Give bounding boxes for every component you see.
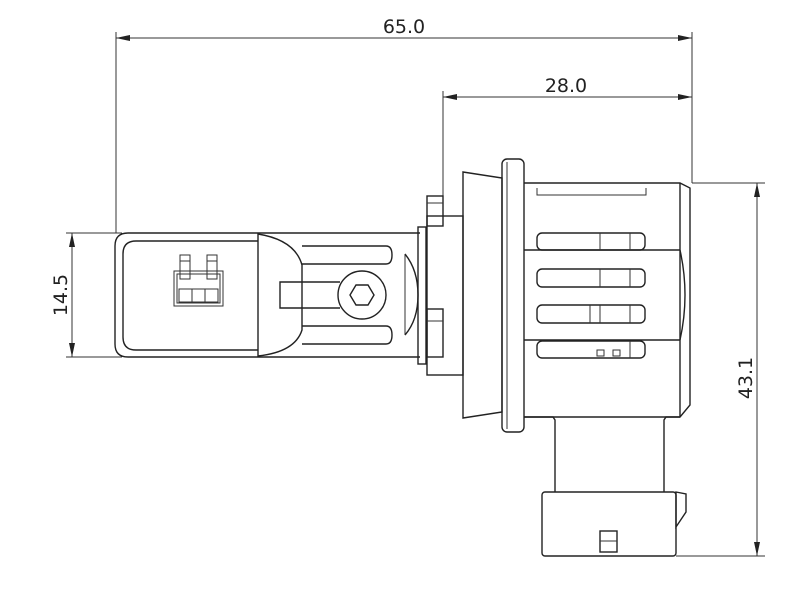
connector-icon: [173, 254, 224, 307]
dimension-overall-height: 43.1: [676, 182, 765, 557]
plug-connector: [541, 491, 687, 557]
dimension-label-14-5: 14.5: [50, 274, 72, 316]
led-body: [524, 182, 691, 492]
dimension-housing-height: 14.5: [50, 232, 122, 358]
dimension-label-28: 28.0: [545, 75, 587, 97]
dimension-overall-length: 65.0: [115, 16, 693, 233]
screw-icon: [337, 270, 387, 320]
driver-housing: [114, 232, 259, 358]
dimension-base-length: 28.0: [442, 75, 692, 200]
dimension-label-65: 65.0: [383, 16, 425, 38]
cooling-fins: [536, 232, 646, 359]
mounting-arm: [257, 232, 420, 358]
hex-socket-icon: [349, 284, 375, 306]
dimension-label-43-1: 43.1: [735, 357, 757, 399]
bulb-flange: [417, 158, 525, 433]
